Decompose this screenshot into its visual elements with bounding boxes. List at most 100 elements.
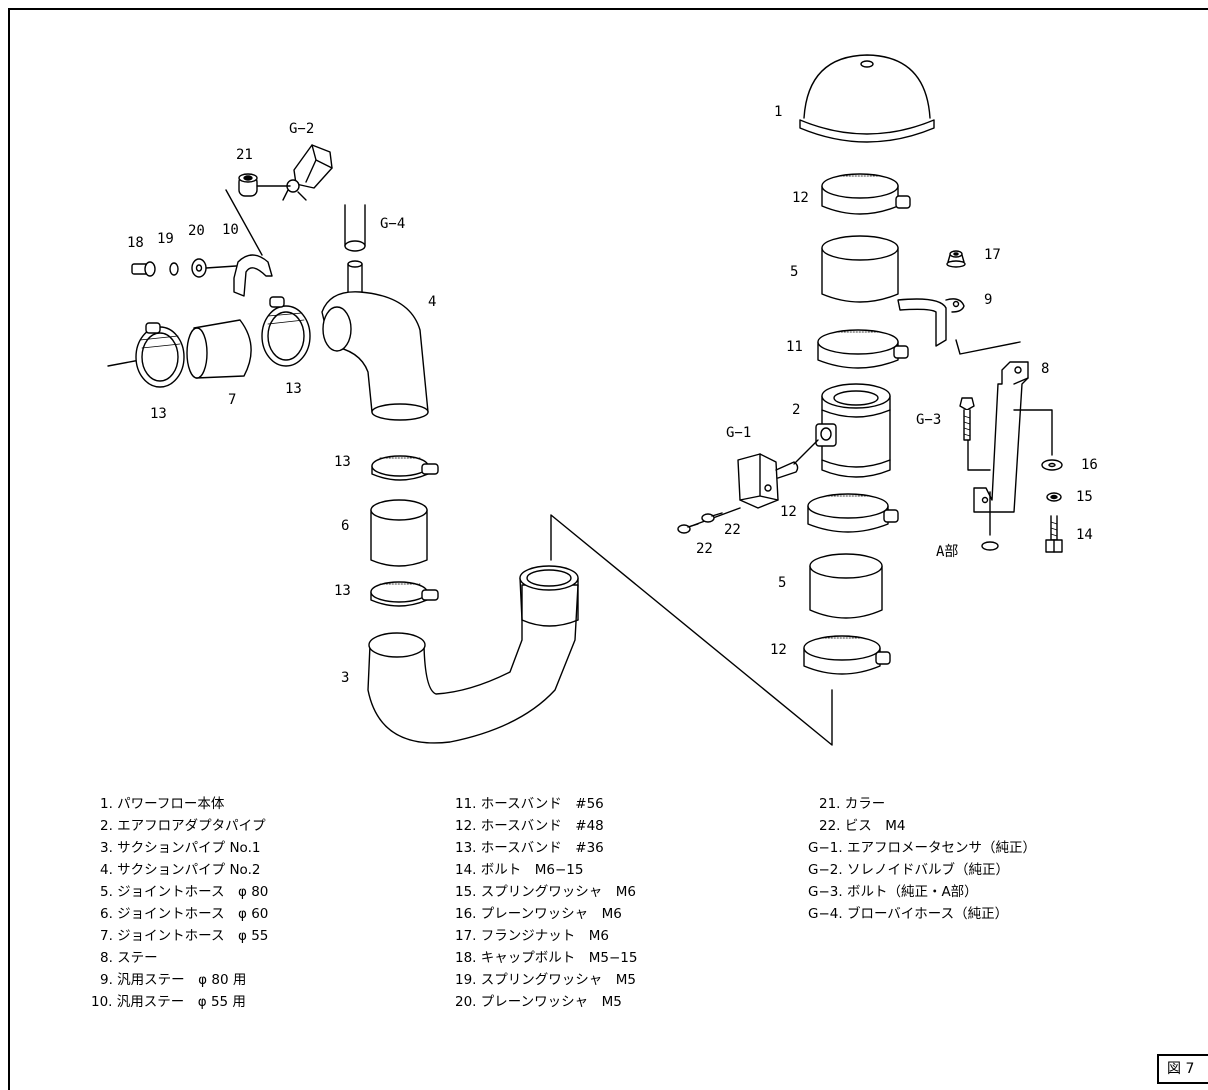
leader-8-16 — [1013, 409, 1053, 456]
callout-g1: G−1 — [726, 425, 751, 441]
hose-band-12-top — [821, 173, 911, 215]
stay-8 — [973, 361, 1029, 513]
leader-21-10 — [225, 189, 263, 256]
parts-list-item-g3: G−3. ボルト（純正・A部） — [808, 884, 978, 900]
spring-washer-15 — [1046, 492, 1062, 502]
screw-22-b — [701, 512, 723, 523]
callout-20: 20 — [188, 223, 205, 239]
callout-15: 15 — [1076, 489, 1093, 505]
parts-list-item-22: 22. ビス M4 — [819, 818, 906, 834]
callout-22-a: 22 — [696, 541, 713, 557]
leader-3-12 — [550, 514, 833, 746]
hose-band-13-a — [371, 455, 439, 481]
hose-band-13-mid — [261, 296, 311, 367]
hose-band-13-left — [107, 322, 185, 388]
callout-19: 19 — [157, 231, 174, 247]
callout-13-left: 13 — [150, 406, 167, 422]
parts-list-item-6: 6. ジョイントホース φ 60 — [100, 906, 269, 922]
parts-list-item-14: 14. ボルト M6−15 — [455, 862, 584, 878]
solenoid-valve-g2 — [282, 144, 333, 201]
hose-band-12-bottom — [803, 635, 891, 675]
parts-list-item-1: 1. パワーフロー本体 — [100, 796, 225, 812]
parts-list-item-10: 10. 汎用ステー φ 55 用 — [91, 994, 246, 1010]
callout-12-bottom: 12 — [770, 642, 787, 658]
callout-14: 14 — [1076, 527, 1093, 543]
callout-17: 17 — [984, 247, 1001, 263]
parts-list-item-19: 19. スプリングワッシャ M5 — [455, 972, 636, 988]
callout-5-lower: 5 — [778, 575, 786, 591]
parts-list-item-21: 21. カラー — [819, 796, 886, 812]
screw-22-a — [677, 523, 699, 534]
parts-list-item-g1: G−1. エアフロメータセンサ（純正） — [808, 840, 1036, 856]
parts-list-item-4: 4. サクションパイプ No.2 — [100, 862, 261, 878]
parts-list-item-18: 18. キャップボルト M5−15 — [455, 950, 638, 966]
callout-8: 8 — [1041, 361, 1049, 377]
callout-18: 18 — [127, 235, 144, 251]
suction-pipe-4 — [321, 260, 429, 421]
parts-list-item-17: 17. フランジナット M6 — [455, 928, 609, 944]
callout-12-mid: 12 — [780, 504, 797, 520]
leader-g3-8 — [967, 424, 991, 471]
figure-number-tag: 図 7 — [1157, 1054, 1208, 1084]
air-flow-sensor-g1 — [737, 439, 819, 509]
collar-21 — [238, 173, 291, 197]
callout-g4: G−4 — [380, 216, 405, 232]
callout-13-a: 13 — [334, 454, 351, 470]
hose-band-11 — [817, 329, 909, 369]
generic-stay-9 — [897, 298, 965, 347]
callout-1: 1 — [774, 104, 782, 120]
callout-13-mid: 13 — [285, 381, 302, 397]
parts-list-item-15: 15. スプリングワッシャ M6 — [455, 884, 636, 900]
callout-13-b: 13 — [334, 583, 351, 599]
callout-3: 3 — [341, 670, 349, 686]
callout-10: 10 — [222, 222, 239, 238]
a-part-hole — [981, 541, 999, 551]
plain-washer-20 — [191, 258, 207, 278]
diagram-frame — [8, 8, 1208, 1090]
joint-hose-5-upper — [821, 235, 899, 303]
parts-list-item-16: 16. プレーンワッシャ M6 — [455, 906, 622, 922]
callout-16: 16 — [1081, 457, 1098, 473]
power-flow-body-1 — [799, 54, 935, 143]
stay-10 — [233, 254, 273, 297]
leader-20-10 — [205, 265, 237, 269]
callout-5-upper: 5 — [790, 264, 798, 280]
parts-list-item-9: 9. 汎用ステー φ 80 用 — [100, 972, 247, 988]
plain-washer-16 — [1041, 459, 1063, 471]
callout-12-top: 12 — [792, 190, 809, 206]
parts-list-item-g4: G−4. ブローバイホース（純正） — [808, 906, 1009, 922]
blow-by-hose-g4 — [344, 204, 366, 252]
parts-list-item-g2: G−2. ソレノイドバルブ（純正） — [808, 862, 1009, 878]
parts-list-item-8: 8. ステー — [100, 950, 158, 966]
parts-list-item-11: 11. ホースバンド #56 — [455, 796, 604, 812]
leader-9-8 — [955, 339, 1021, 355]
parts-list-item-2: 2. エアフロアダプタパイプ — [100, 818, 266, 834]
callout-2: 2 — [792, 402, 800, 418]
flange-nut-17 — [946, 250, 966, 268]
callout-21: 21 — [236, 147, 253, 163]
joint-hose-5-lower — [809, 553, 883, 619]
parts-list-item-13: 13. ホースバンド #36 — [455, 840, 604, 856]
callout-7: 7 — [228, 392, 236, 408]
joint-hose-6 — [370, 499, 428, 567]
air-flow-adapter-2 — [815, 383, 891, 478]
callout-g2: G−2 — [289, 121, 314, 137]
hose-band-12-mid — [807, 493, 899, 533]
parts-list-item-3: 3. サクションパイプ No.1 — [100, 840, 261, 856]
bolt-14 — [1045, 515, 1063, 553]
bolt-g3 — [959, 397, 975, 441]
leader-g1-2 — [793, 439, 819, 465]
callout-9: 9 — [984, 292, 992, 308]
callout-a-part: A部 — [936, 544, 958, 560]
joint-hose-7 — [186, 319, 252, 379]
spring-washer-19 — [169, 262, 179, 276]
callout-22-b: 22 — [724, 522, 741, 538]
hose-band-13-b — [370, 581, 439, 607]
parts-list-item-12: 12. ホースバンド #48 — [455, 818, 604, 834]
cap-bolt-18 — [131, 261, 156, 277]
parts-list-item-20: 20. プレーンワッシャ M5 — [455, 994, 622, 1010]
exploded-parts-diagram: 1 2 3 4 5 5 6 7 8 9 10 11 12 12 12 13 13… — [107, 54, 1098, 746]
parts-list-item-5: 5. ジョイントホース φ 80 — [100, 884, 269, 900]
suction-pipe-3 — [367, 565, 579, 744]
parts-list-item-7: 7. ジョイントホース φ 55 — [100, 928, 269, 944]
